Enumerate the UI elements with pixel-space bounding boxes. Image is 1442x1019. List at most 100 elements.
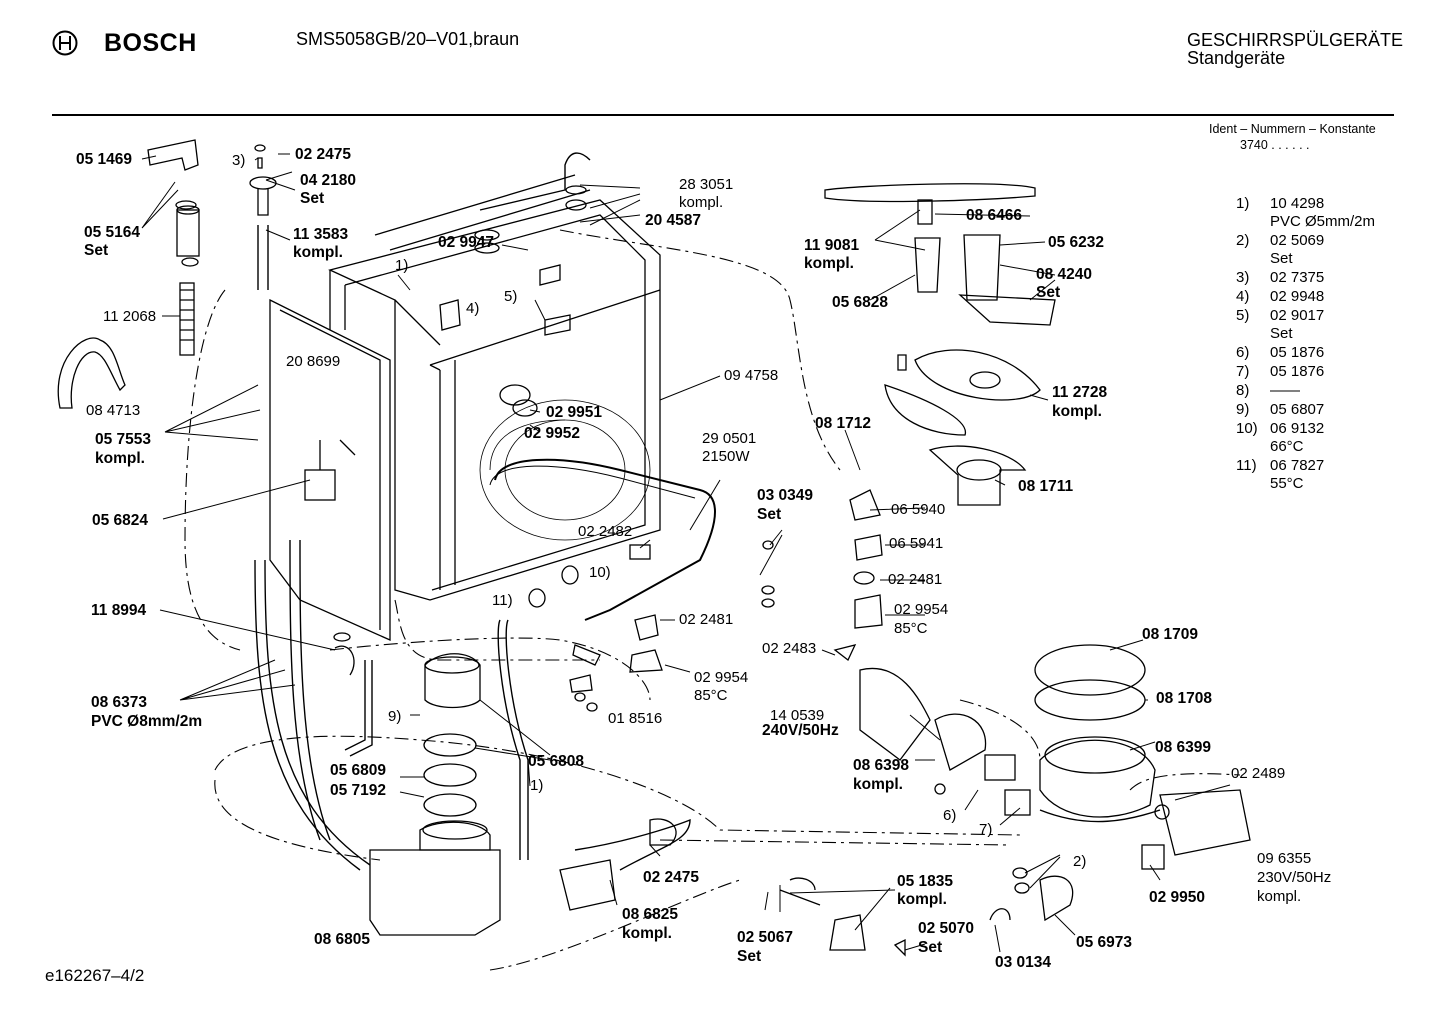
part-label: kompl.: [679, 194, 724, 211]
part-label: 06 5941: [889, 535, 944, 552]
part-label: 02 9954: [694, 669, 749, 686]
part-label: Set: [737, 948, 762, 965]
part-label: Set: [757, 506, 782, 523]
legend-value: 02 9948: [1270, 288, 1325, 305]
part-label: 05 1469: [76, 151, 133, 168]
part-label: 01 8516: [608, 710, 663, 727]
part-label: 06 5940: [891, 501, 946, 518]
part-label: 11 2068: [103, 308, 157, 325]
small-parts: [175, 185, 1170, 957]
part-label: 09 6355: [1257, 850, 1312, 867]
part-label: 08 6466: [966, 207, 1023, 224]
ref-key: 4): [466, 300, 480, 317]
ref-key: 9): [388, 708, 402, 725]
part-label: 11 3583: [293, 226, 349, 243]
part-label: 2150W: [702, 448, 750, 465]
part-label: 05 7192: [330, 782, 387, 799]
legend-value: 02 5069: [1270, 232, 1325, 249]
legend-value: 10 4298: [1270, 195, 1325, 212]
legend-key: 6): [1236, 344, 1250, 361]
legend-note: Set: [1270, 325, 1293, 342]
part-label: 02 9947: [438, 234, 495, 251]
part-label: 11 2728: [1052, 384, 1108, 401]
part-label: 05 6828: [832, 294, 889, 311]
legend-value: 06 7827: [1270, 457, 1325, 474]
part-label: 02 2483: [762, 640, 817, 657]
legend-note: 66°C: [1270, 438, 1304, 455]
part-label: 02 2481: [679, 611, 734, 628]
legend-value: 06 9132: [1270, 420, 1325, 437]
part-label: 11 9081: [804, 237, 860, 254]
part-label: 05 6808: [528, 753, 585, 770]
part-label: 240V/50Hz: [762, 722, 839, 739]
part-label: kompl.: [897, 891, 947, 908]
ref-key: 6): [943, 807, 957, 824]
ref-key: 1): [530, 777, 544, 794]
part-label: 20 8699: [286, 353, 341, 370]
legend-key: 7): [1236, 363, 1250, 380]
part-label: 08 4240: [1036, 266, 1093, 283]
screw-assembly: [249, 144, 277, 216]
part-label: 03 0134: [995, 954, 1052, 971]
category-title: GESCHIRRSPÜLGERÄTE: [1187, 30, 1404, 50]
legend-value: ——: [1270, 382, 1300, 399]
legend-note: 55°C: [1270, 475, 1304, 492]
model-number: SMS5058GB/20–V01,braun: [296, 29, 520, 49]
tub-frame: [328, 174, 661, 601]
part-label: 85°C: [894, 620, 928, 637]
ref-key: 11): [492, 592, 513, 609]
category-subtitle: Standgeräte: [1187, 48, 1286, 68]
part-label: 02 2482: [578, 523, 633, 540]
brand-name: BOSCH: [104, 29, 197, 57]
part-label: kompl.: [1257, 888, 1302, 905]
ref-key: 2): [1073, 853, 1087, 870]
part-label: 02 2475: [643, 869, 700, 886]
part-label: 09 4758: [724, 367, 779, 384]
ident-value: 3740 . . . . . .: [1240, 138, 1310, 152]
part-label: 08 6805: [314, 931, 371, 948]
filter-assembly: [884, 349, 1041, 506]
part-label: 02 9950: [1149, 889, 1206, 906]
part-label: 29 0501: [702, 430, 757, 447]
ref-key: 7): [979, 821, 993, 838]
hoses: [254, 152, 1161, 871]
part-label: 02 9954: [894, 601, 949, 618]
legend-key: 3): [1236, 269, 1250, 286]
legend-key: 10): [1236, 420, 1258, 437]
part-label: 08 1711: [1018, 478, 1074, 495]
ref-key: 3): [232, 152, 246, 169]
part-label: 28 3051: [679, 176, 734, 193]
part-label: 02 5067: [737, 929, 794, 946]
part-label: 02 5070: [918, 920, 975, 937]
legend-value: 02 9017: [1270, 307, 1325, 324]
part-label: 02 2489: [1231, 765, 1286, 782]
legend-value: 02 7375: [1270, 269, 1325, 286]
part-label: 05 6824: [92, 512, 149, 529]
part-label: 08 6373: [91, 694, 148, 711]
ident-label: Ident – Nummern – Konstante: [1209, 122, 1376, 136]
cabinet-outline: [184, 229, 1241, 971]
pump-components: [849, 489, 1251, 922]
bracket: [147, 139, 199, 171]
part-label: 03 0349: [757, 487, 814, 504]
part-label: 05 7553: [95, 431, 152, 448]
tub-interior: [479, 399, 651, 541]
part-label: kompl.: [804, 255, 854, 272]
part-label: 05 1835: [897, 873, 954, 890]
side-panel: [269, 298, 391, 642]
part-label: 02 9951: [546, 404, 603, 421]
part-label: 02 2481: [888, 571, 943, 588]
ref-key: 10): [589, 564, 611, 581]
legend-value: 05 6807: [1270, 401, 1325, 418]
header-divider: [52, 114, 1394, 116]
part-label: 08 6398: [853, 757, 910, 774]
part-label: 02 2475: [295, 146, 352, 163]
part-label: 20 4587: [645, 212, 702, 229]
part-label: 230V/50Hz: [1257, 869, 1332, 886]
part-label: 05 5164: [84, 224, 141, 241]
part-label: Set: [918, 939, 943, 956]
document-code: e162267–4/2: [45, 966, 145, 985]
legend-value: 05 1876: [1270, 363, 1325, 380]
legend-key: 1): [1236, 195, 1250, 212]
